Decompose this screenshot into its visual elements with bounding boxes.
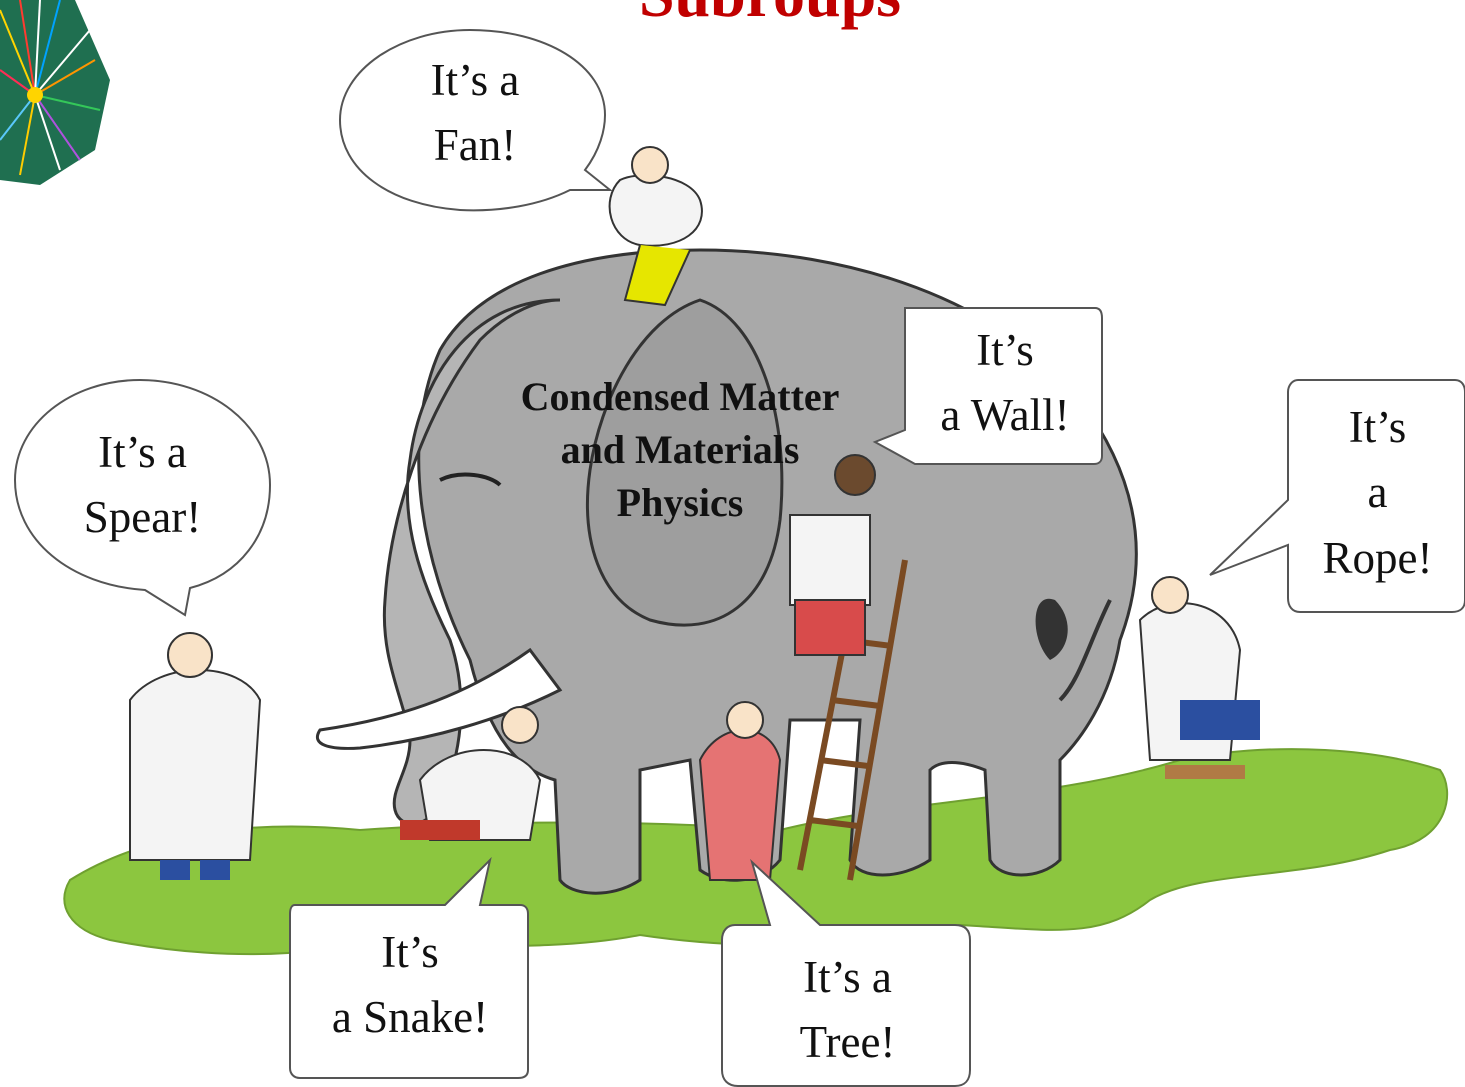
person-wall <box>789 454 876 656</box>
bubble-rope-line1: It’s <box>1348 402 1407 452</box>
person-spear <box>129 632 262 880</box>
bubble-snake <box>289 856 529 1079</box>
bubble-wall-line1: It’s <box>976 325 1034 375</box>
bubble-fan-line2: Fan! <box>433 120 517 171</box>
bubble-snake-text: It’s a Snake! <box>295 920 525 1051</box>
bubble-fan-text: It’s a Fan! <box>370 48 580 179</box>
page-title: Subroups <box>560 0 980 32</box>
bubble-fan <box>338 28 613 212</box>
person-snake <box>400 706 542 841</box>
bubble-spear-line1: It’s a <box>98 427 187 477</box>
bubble-fan-line1: It’s a <box>430 55 520 105</box>
bubble-rope-line3: Rope! <box>1322 532 1433 583</box>
person-rope <box>1138 576 1260 779</box>
bubble-tree-line2: Tree! <box>799 1017 896 1068</box>
person-tree <box>698 701 782 881</box>
elephant-head <box>382 298 561 826</box>
bubble-wall-line2: a Wall! <box>940 390 1070 441</box>
elephant-tail <box>1058 599 1112 702</box>
bubble-spear-line2: Spear! <box>83 492 202 543</box>
bubble-tree <box>721 858 971 1087</box>
bubble-spear <box>13 378 272 617</box>
bubble-tree-line1: It’s a <box>803 952 892 1002</box>
elephant-tusk <box>316 647 563 750</box>
center-label: Condensed Matter and Materials Physics <box>440 370 920 530</box>
center-label-line2: and Materials <box>560 427 800 473</box>
bubble-rope-line2: a <box>1367 467 1388 518</box>
person-fan <box>608 146 703 307</box>
strategy-logo-icon <box>0 0 110 185</box>
bubble-rope <box>1209 379 1465 613</box>
logo <box>0 0 175 215</box>
bubble-snake-line1: It’s <box>381 927 439 977</box>
bubble-wall <box>872 307 1103 465</box>
center-label-line1: Condensed Matter <box>520 374 840 419</box>
elephant-eye <box>439 472 502 487</box>
bubble-tree-text: It’s a Tree! <box>725 945 970 1076</box>
bubble-spear-text: It’s a Spear! <box>35 420 250 551</box>
bubble-rope-text: It’s a Rope! <box>1295 395 1460 591</box>
center-label-line3: Physics <box>616 480 744 526</box>
bubble-snake-line2: a Snake! <box>331 992 489 1043</box>
bubble-wall-text: It’s a Wall! <box>910 318 1100 449</box>
elephant-ear <box>586 298 784 627</box>
